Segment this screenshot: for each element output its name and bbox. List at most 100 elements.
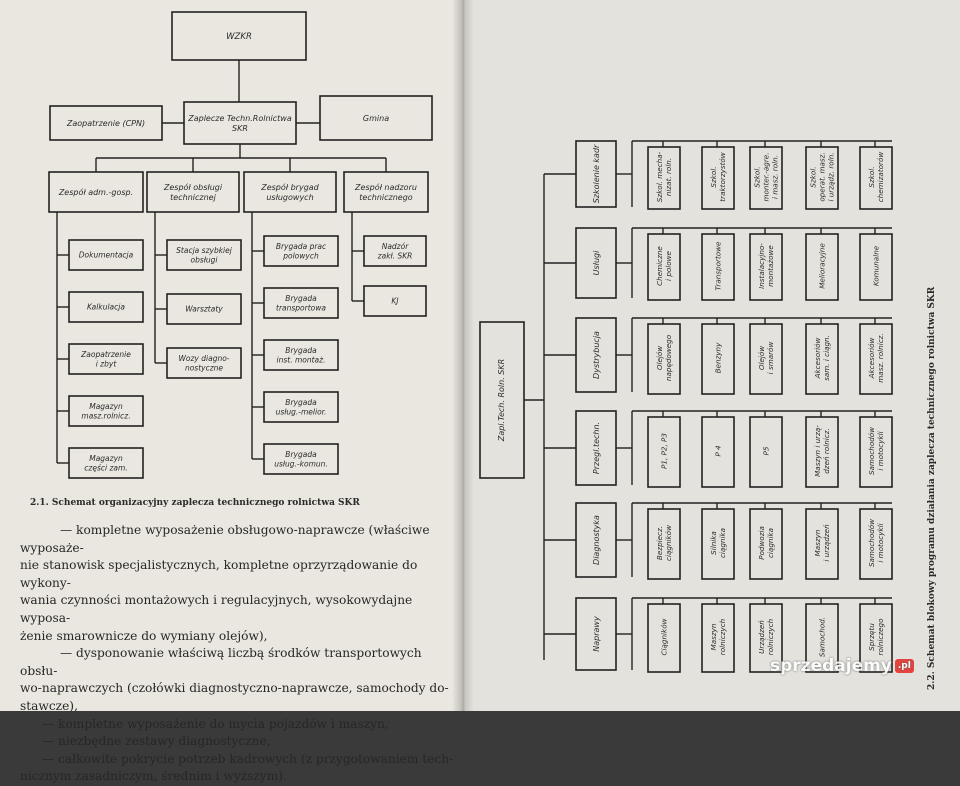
item-box xyxy=(859,416,893,488)
item-label: ciągników xyxy=(664,525,673,561)
sub-label: Brygada xyxy=(285,398,317,407)
sub-label: Brygada xyxy=(285,346,317,355)
item-label: Benzyny xyxy=(714,342,723,373)
item-label: Ciągników xyxy=(660,618,669,655)
item-label: ciągnika xyxy=(766,528,775,558)
item-box xyxy=(647,323,681,395)
figure-caption: 2.2. Schemat blokowy programu działania … xyxy=(927,286,937,690)
body-line: — dysponowanie właściwą liczbą środków t… xyxy=(20,646,422,678)
item-box xyxy=(647,508,681,580)
item-label: i urządzeń xyxy=(822,524,831,562)
root-label: Zapl.Tech. Roln. SKR xyxy=(497,359,506,442)
item-box xyxy=(859,603,893,673)
sub-label: transportowa xyxy=(276,303,326,312)
figure-caption: 2.1. Schemat organizacyjny zaplecza tech… xyxy=(30,498,360,508)
item-box xyxy=(859,508,893,580)
item-label: i urządz. roln. xyxy=(827,152,836,201)
gmina-box xyxy=(319,95,433,141)
body-line: stawcze), xyxy=(20,698,78,713)
group-title: technicznego xyxy=(359,193,412,202)
item-box xyxy=(859,233,893,301)
item-label: Samochodów xyxy=(867,519,876,567)
item-label: Chemiczne xyxy=(655,246,664,286)
item-label: Szkol. xyxy=(867,166,876,187)
item-label: Sprzętu xyxy=(867,623,876,651)
sub-label: Wozy diagno- xyxy=(178,354,229,363)
row-label: Diagnostyka xyxy=(592,515,601,565)
item-box xyxy=(749,323,783,395)
body-line: — kompletne wyposażenie obsługowo-napraw… xyxy=(20,523,430,555)
body-line: wania czynności montażowych i regulacyjn… xyxy=(20,593,413,625)
item-label: nizat. roln. xyxy=(664,158,673,196)
item-label: P5 xyxy=(762,446,771,455)
body-line: — całkowite pokrycie potrzeb kadrowych (… xyxy=(42,751,454,766)
item-label: rolniczych xyxy=(718,618,727,655)
item-box xyxy=(749,146,783,210)
item-label: Szkol. xyxy=(809,166,818,187)
item-label: Melioracyjne xyxy=(818,243,827,289)
watermark-logo: sprzedajemy.pl xyxy=(770,656,914,676)
group-box xyxy=(343,171,429,213)
row-label: Naprawy xyxy=(592,616,601,652)
body-line: żenie smarownicze do wymiany olejów), xyxy=(20,628,268,643)
item-box xyxy=(859,323,893,395)
item-label: Maszyn xyxy=(709,623,718,650)
sub-label: obsługi xyxy=(190,255,218,264)
group-box xyxy=(243,171,337,213)
sub-label: Stacja szybkiej xyxy=(176,246,233,255)
item-label: Olejów xyxy=(757,346,766,370)
sub-label: Dokumentacja xyxy=(79,251,134,260)
item-label: Komunalne xyxy=(872,245,881,286)
sub-label: Kalkulacja xyxy=(87,303,125,312)
item-box xyxy=(805,603,839,673)
wzkr-label: WZKR xyxy=(226,32,252,42)
group-title: technicznej xyxy=(170,193,216,202)
sub-label: zakł. SKR xyxy=(377,251,413,260)
item-label: Silnika xyxy=(709,531,718,555)
item-label: Akcesoriów xyxy=(867,337,876,379)
item-label: traktorzystów xyxy=(718,152,727,201)
body-line: wo-naprawczych (czołówki diagnostyczno-n… xyxy=(20,681,449,696)
item-label: Transportowe xyxy=(714,241,723,290)
body-text: — kompletne wyposażenie obsługowo-napraw… xyxy=(20,522,460,786)
item-label: i motocykli xyxy=(876,431,885,470)
group-title: Zespół brygad xyxy=(260,182,319,192)
sub-label: Magazyn xyxy=(89,454,123,463)
watermark-badge: .pl xyxy=(894,659,914,673)
item-label: napędowego xyxy=(664,334,673,381)
supply-label: Zaopatrzenie (CPN) xyxy=(66,119,145,128)
item-label: masz. rolnicz. xyxy=(876,333,885,382)
watermark-text: sprzedajemy xyxy=(770,656,892,676)
item-box xyxy=(859,146,893,210)
center-label: Zaplecze Techn.Rolnictwa xyxy=(187,114,292,123)
item-label: P 4 xyxy=(714,445,723,457)
item-box xyxy=(701,508,735,580)
item-box xyxy=(701,416,735,488)
item-box xyxy=(749,416,783,488)
item-box xyxy=(805,508,839,580)
item-box xyxy=(647,233,681,301)
item-label: Szkol. mecha- xyxy=(655,151,664,202)
item-box xyxy=(749,603,783,673)
group-box xyxy=(146,171,240,213)
item-label: Szkol. xyxy=(753,166,762,187)
body-line: nicznym zasadniczym, średnim i wyższym). xyxy=(20,769,287,784)
item-label: rolniczego xyxy=(876,618,885,656)
item-box xyxy=(647,603,681,673)
item-label: P1, P2, P3 xyxy=(660,433,669,469)
sub-label: Warsztaty xyxy=(185,305,223,314)
group-title: Zespół adm.-gosp. xyxy=(58,187,133,197)
sub-label: Brygada xyxy=(285,294,317,303)
sub-label: Zaopatrzenie xyxy=(80,350,131,359)
group-title: usługowych xyxy=(266,193,313,202)
item-label: i masz. roln. xyxy=(771,155,780,199)
item-label: Podwozia xyxy=(757,526,766,560)
item-label: Maszyn xyxy=(813,529,822,556)
item-label: montażowe xyxy=(766,245,775,287)
item-box xyxy=(805,416,839,488)
item-label: dzeń rolnicz. xyxy=(822,428,831,474)
item-box xyxy=(701,603,735,673)
